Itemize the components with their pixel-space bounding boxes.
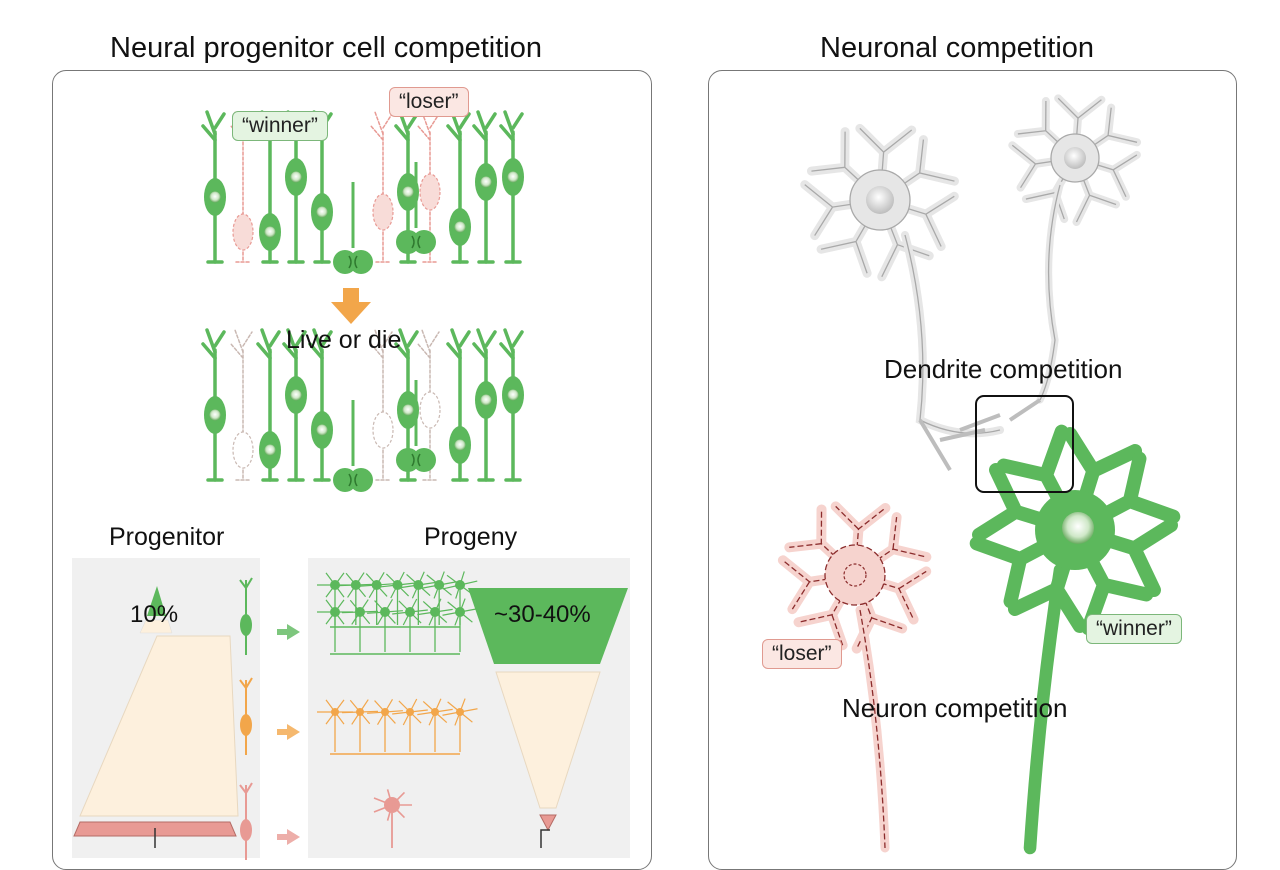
dendrite-highlight-box xyxy=(975,395,1074,493)
progenitor-percent: 10% xyxy=(130,601,179,628)
gray-neurons xyxy=(800,94,1142,472)
progenitor-label: Progenitor xyxy=(109,523,225,551)
progenitor-cell-column xyxy=(239,577,300,860)
right-panel-title: Neuronal competition xyxy=(820,32,1095,64)
live-or-die-label: Live or die xyxy=(286,326,402,354)
right-panel xyxy=(708,70,1237,870)
winner-neuron xyxy=(969,424,1181,855)
down-arrow-icon xyxy=(331,288,371,324)
progeny-networks xyxy=(317,571,478,848)
loser-tag-neuron: “loser” xyxy=(762,639,842,669)
progenitor-row-before xyxy=(201,110,524,274)
progeny-pyramid xyxy=(468,588,628,848)
illustration xyxy=(72,94,1181,860)
loser-neuron xyxy=(777,501,932,853)
progeny-label: Progeny xyxy=(424,523,518,551)
progeny-percent: ~30-40% xyxy=(494,601,591,628)
winner-tag-neuron: “winner” xyxy=(1086,614,1182,644)
winner-tag-progenitor: “winner” xyxy=(232,111,328,141)
progenitor-row-after xyxy=(201,328,524,492)
left-panel-title: Neural progenitor cell competition xyxy=(110,32,542,64)
loser-tag-progenitor: “loser” xyxy=(389,87,469,117)
progenitor-pyramid xyxy=(73,586,239,848)
dendrite-competition-label: Dendrite competition xyxy=(884,354,1123,384)
neuron-competition-label: Neuron competition xyxy=(842,693,1068,723)
